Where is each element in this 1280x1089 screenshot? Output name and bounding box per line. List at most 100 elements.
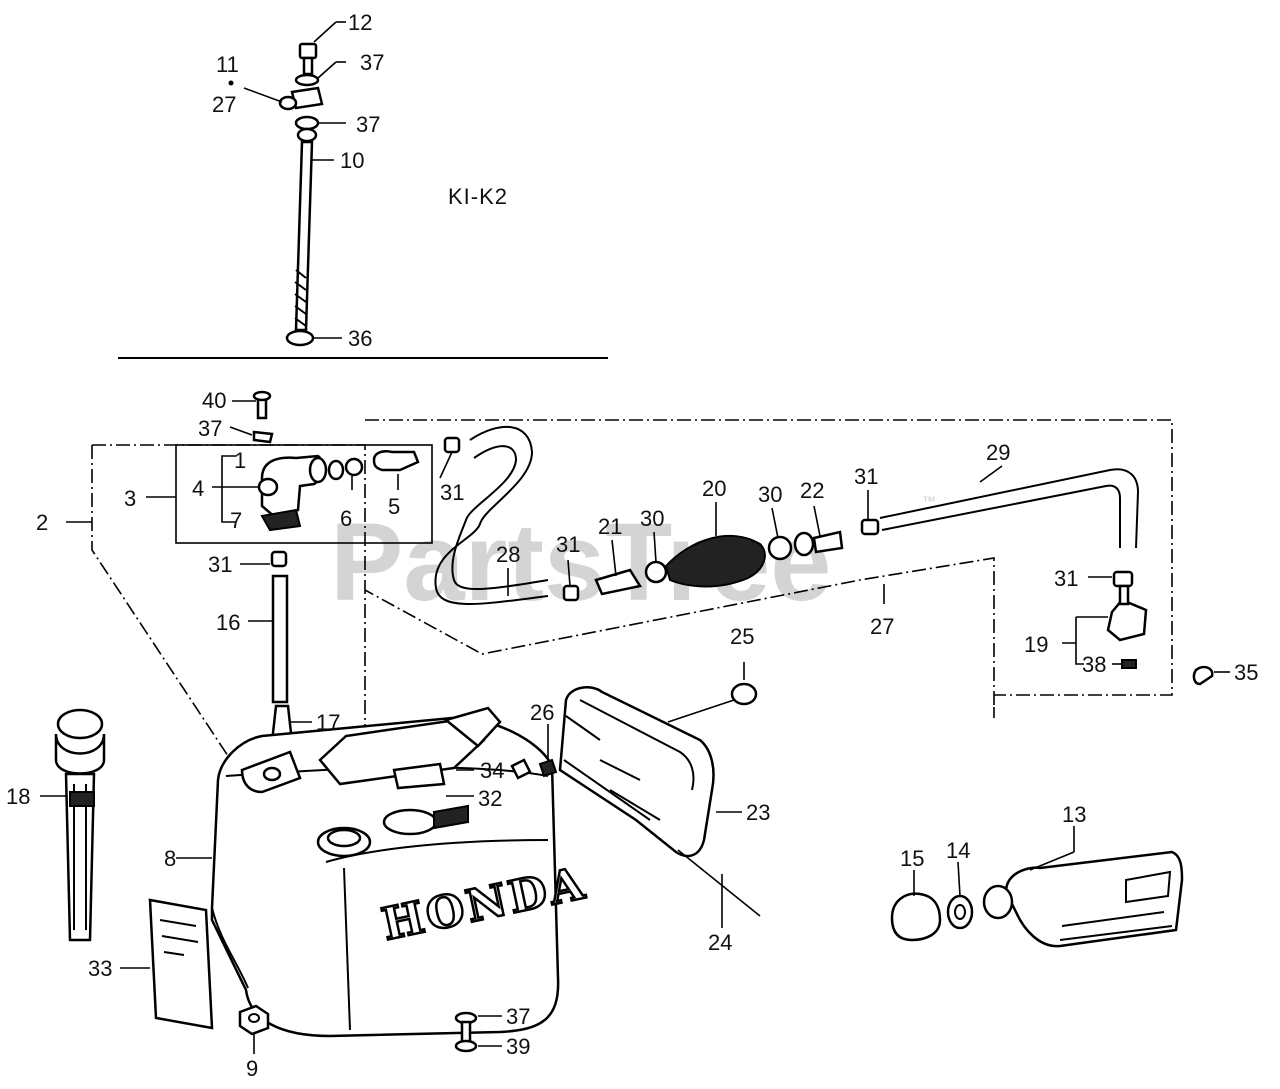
fuel-line-kit: [434, 425, 1148, 669]
callout-34: 34: [480, 758, 504, 783]
callout-10: 10: [340, 148, 364, 173]
outline-3-cap-assembly: [175, 444, 433, 544]
callout-5: 5: [388, 494, 400, 519]
callout-3: 3: [124, 486, 136, 511]
callout-13: 13: [1062, 802, 1086, 827]
callout-24: 24: [708, 930, 732, 955]
callout-21: 21: [598, 514, 622, 539]
part-11-nipple: [278, 95, 298, 111]
part-31-clamp-c: [562, 584, 580, 602]
part-33-caution-label: [148, 898, 214, 1030]
pickup-tube-assembly: [278, 42, 324, 347]
callout-20: 20: [702, 476, 726, 501]
callout-32: 32: [478, 786, 502, 811]
part-14-seal: [946, 894, 974, 930]
callout-8: 8: [164, 846, 176, 871]
part-19-connector: [1106, 598, 1148, 642]
callout-37: 37: [356, 112, 380, 137]
part-21-connector: [594, 568, 643, 596]
part-12-bolt-shank: [302, 56, 314, 76]
callout-2: 2: [36, 510, 48, 535]
part-28-hose-inner: [451, 445, 549, 591]
part-13-oil-bottle: [982, 850, 1184, 948]
callout-23: 23: [746, 800, 770, 825]
part-34-bolt: [510, 758, 532, 780]
callout-11: 11: [216, 52, 239, 77]
callout-31: 31: [1054, 566, 1078, 591]
callout-22: 22: [800, 478, 824, 503]
callout-37: 37: [506, 1004, 530, 1029]
cap-assembly: [252, 390, 420, 532]
part-24-cable: [677, 849, 761, 917]
part-29-hose-outer: [879, 468, 1140, 549]
part-6-seal: [327, 459, 345, 481]
callout-38: 38: [1082, 652, 1106, 677]
part-38-o-ring: [1121, 659, 1137, 669]
part-31-clamp-b: [443, 436, 461, 454]
part-32-label: [392, 762, 446, 790]
part-20-primer-bulb: [664, 535, 766, 588]
callout-7: 7: [230, 508, 242, 533]
callout-29: 29: [986, 440, 1010, 465]
callout-27: 27: [212, 92, 236, 117]
callout-17: 17: [316, 710, 340, 735]
part-28-hose-outer: [434, 425, 549, 605]
callout-28: 28: [496, 542, 520, 567]
part-18-fuel-gauge: [54, 708, 106, 942]
part-15-cap: [890, 892, 942, 942]
callout-37: 37: [198, 416, 222, 441]
callout-9: 9: [246, 1056, 258, 1081]
callout-33: 33: [88, 956, 112, 981]
callout-16: 16: [216, 610, 240, 635]
callout-36: 36: [348, 326, 372, 351]
callout-1: 1: [234, 448, 246, 473]
part-16-hose: [271, 574, 289, 704]
callout-4: 4: [192, 476, 204, 501]
part-7-gasket: [260, 508, 302, 532]
part-39-bolt: [460, 1020, 472, 1044]
callout-31: 31: [854, 464, 878, 489]
callout-31: 31: [556, 532, 580, 557]
watermark-trademark: ™: [922, 493, 936, 509]
callout-27: 27: [870, 614, 894, 639]
part-nut: [296, 127, 318, 143]
callout-19: 19: [1024, 632, 1048, 657]
part-10-tube-strainer: [294, 269, 307, 327]
callout-37: 37: [360, 50, 384, 75]
outline-27-fuel-line-kit: [364, 419, 1173, 718]
part-30-check-valve-b: [767, 535, 793, 561]
part-4-knob: [257, 477, 279, 497]
callout-35: 35: [1234, 660, 1258, 685]
callout-labels: 12 11 27 37 37 10 36 40 37 1 4 3 7 2 6 5…: [6, 10, 1258, 1081]
section-label: KI-K2: [448, 184, 508, 209]
part-36-grommet: [285, 329, 315, 347]
part-37-washer-lower: [294, 115, 320, 131]
callout-40: 40: [202, 388, 226, 413]
part-23-tank-cover: [558, 686, 715, 858]
callout-26: 26: [530, 700, 554, 725]
part-29-hose-inner: [881, 484, 1121, 548]
callout-12: 12: [348, 10, 372, 35]
part-37-clip: [252, 430, 274, 444]
tank-body: [210, 716, 560, 1038]
callout-39: 39: [506, 1034, 530, 1059]
part-12-bolt: [298, 42, 318, 60]
callout-18: 18: [6, 784, 30, 809]
part-10-tube: [294, 140, 314, 332]
part-8-fuel-tank: HONDA: [210, 706, 592, 1038]
part-31-clamp-d: [860, 518, 880, 536]
callout-31: 31: [440, 480, 464, 505]
callout-15: 15: [900, 846, 924, 871]
part-30-check-valve-a: [644, 560, 668, 584]
callout-30: 30: [758, 482, 782, 507]
part-37-washer-upper: [294, 73, 320, 87]
part-9-nut: [238, 1004, 270, 1036]
part-5-vent: [372, 450, 420, 472]
part-22-connector: [812, 530, 844, 554]
part-31-clamp-e: [1112, 570, 1134, 588]
callout-31: 31: [208, 552, 232, 577]
callout-30: 30: [640, 506, 664, 531]
callout-6: 6: [340, 506, 352, 531]
part-25-knob: [730, 682, 758, 706]
callout-25: 25: [730, 624, 754, 649]
